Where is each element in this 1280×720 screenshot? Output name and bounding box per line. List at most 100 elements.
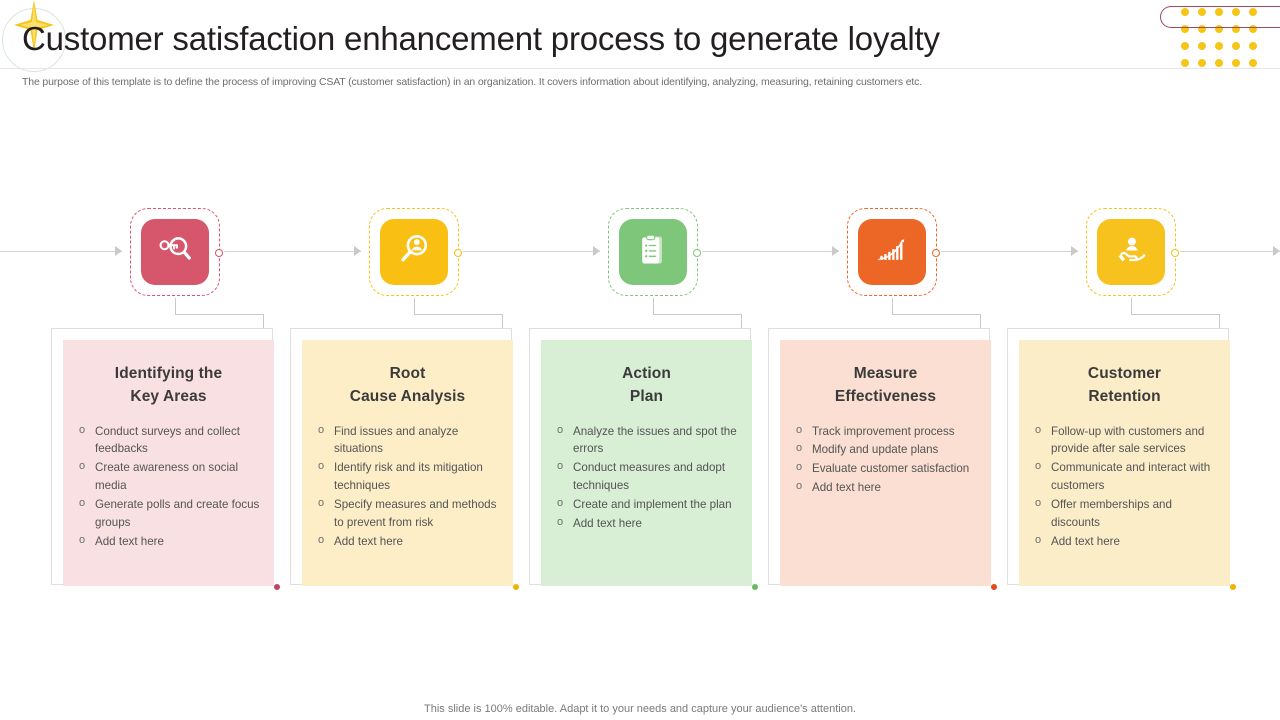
step-card-title-line2: Retention (1088, 388, 1161, 406)
step-card-title-line2: Cause Analysis (349, 388, 466, 406)
swoosh-decoration (1160, 6, 1280, 28)
step-icon-tile (858, 219, 926, 285)
flow-node-dot (932, 249, 940, 257)
step-icon-badge-customer-retention[interactable] (1086, 208, 1179, 296)
step-card-bullets: Track improvement processModify and upda… (780, 422, 991, 498)
step-card-title: Customer Retention (1019, 340, 1230, 409)
flow-connector-line (224, 251, 361, 252)
header-divider (0, 68, 1280, 69)
list-item: Add text here (77, 532, 264, 551)
step-card-corner-dot (752, 584, 758, 590)
step-card-title-line1: Measure (853, 365, 918, 382)
step-card-title-line1: Identifying the (114, 365, 223, 382)
step-card-title-line2: Effectiveness (834, 388, 937, 406)
step-card-title-line1: Customer (1087, 365, 1162, 382)
step-card-title: Root Cause Analysis (302, 340, 513, 409)
step-card-customer-retention[interactable]: Customer Retention Follow-up with custom… (1007, 328, 1236, 590)
step-elbow-connector (0, 130, 1280, 600)
step-icon-tile (141, 219, 209, 285)
sparkle-star-icon (14, 0, 54, 52)
step-elbow-connector (0, 130, 1280, 600)
flow-connector-line (941, 251, 1078, 252)
step-elbow-connector (0, 130, 1280, 600)
step-card-identifying-the-key-areas[interactable]: Identifying the Key Areas Conduct survey… (51, 328, 280, 590)
flow-arrow-icon (115, 246, 122, 256)
step-card-body: Measure Effectiveness Track improvement … (780, 340, 997, 590)
step-card-title-line1: Root (389, 365, 426, 382)
step-icon-badge-root-cause-analysis[interactable] (369, 208, 462, 296)
list-item: Track improvement process (794, 422, 981, 441)
person-magnifier-icon (395, 231, 433, 274)
page-title: Customer satisfaction enhancement proces… (22, 20, 940, 57)
list-item: Modify and update plans (794, 440, 981, 459)
step-icon-badge-measure-effectiveness[interactable] (847, 208, 940, 296)
flow-connector-line (702, 251, 839, 252)
flow-connector-line (1180, 251, 1280, 252)
list-item: Find issues and analyze situations (316, 422, 503, 459)
step-card-title-line2: Plan (629, 388, 664, 406)
key-magnifier-icon (156, 231, 194, 274)
clipboard-checklist-icon (635, 232, 671, 273)
step-card-bullets: Conduct surveys and collect feedbacksCre… (63, 422, 274, 552)
step-card-measure-effectiveness[interactable]: Measure Effectiveness Track improvement … (768, 328, 997, 590)
flow-arrow-icon (832, 246, 839, 256)
list-item: Follow-up with customers and provide aft… (1033, 422, 1220, 459)
flow-arrow-icon (1273, 246, 1280, 256)
step-card-title-line2: Key Areas (130, 388, 207, 406)
step-icon-badge-action-plan[interactable] (608, 208, 701, 296)
flow-node-dot (1171, 249, 1179, 257)
step-card-body: Identifying the Key Areas Conduct survey… (63, 340, 280, 590)
step-card-root-cause-analysis[interactable]: Root Cause Analysis Find issues and anal… (290, 328, 519, 590)
step-card-bullets: Follow-up with customers and provide aft… (1019, 422, 1230, 552)
step-card-corner-dot (1230, 584, 1236, 590)
step-elbow-connector (0, 130, 1280, 600)
list-item: Create and implement the plan (555, 495, 742, 514)
page-subtitle: The purpose of this template is to defin… (22, 76, 923, 88)
step-card-title: Measure Effectiveness (780, 340, 991, 409)
page-header: Customer satisfaction enhancement proces… (0, 0, 1280, 100)
flow-node-dot (215, 249, 223, 257)
step-icon-tile (619, 219, 687, 285)
footer-note: This slide is 100% editable. Adapt it to… (424, 703, 856, 715)
step-card-title: Action Plan (541, 340, 752, 409)
step-icon-tile (1097, 219, 1165, 285)
list-item: Communicate and interact with customers (1033, 458, 1220, 495)
flow-node-dot (693, 249, 701, 257)
list-item: Add text here (555, 514, 742, 533)
step-card-body: Root Cause Analysis Find issues and anal… (302, 340, 519, 590)
step-icon-tile (380, 219, 448, 285)
list-item: Conduct surveys and collect feedbacks (77, 422, 264, 459)
list-item: Offer memberships and discounts (1033, 495, 1220, 532)
step-card-corner-dot (513, 584, 519, 590)
flow-connector-line (463, 251, 600, 252)
list-item: Add text here (1033, 532, 1220, 551)
flow-node-dot (454, 249, 462, 257)
step-card-corner-dot (274, 584, 280, 590)
step-card-body: Customer Retention Follow-up with custom… (1019, 340, 1236, 590)
list-item: Identify risk and its mitigation techniq… (316, 458, 503, 495)
list-item: Generate polls and create focus groups (77, 495, 264, 532)
dot-grid-decoration (1181, 8, 1266, 76)
step-elbow-connector (0, 130, 1280, 600)
list-item: Create awareness on social media (77, 458, 264, 495)
process-flow: Identifying the Key Areas Conduct survey… (0, 130, 1280, 600)
step-icon-badge-identifying-the-key-areas[interactable] (130, 208, 223, 296)
step-card-action-plan[interactable]: Action Plan Analyze the issues and spot … (529, 328, 758, 590)
step-card-body: Action Plan Analyze the issues and spot … (541, 340, 758, 590)
list-item: Analyze the issues and spot the errors (555, 422, 742, 459)
step-card-title-line1: Action (622, 365, 671, 382)
step-card-corner-dot (991, 584, 997, 590)
flow-arrow-icon (354, 246, 361, 256)
growth-chart-icon (874, 232, 910, 273)
list-item: Conduct measures and adopt techniques (555, 458, 742, 495)
step-card-bullets: Find issues and analyze situationsIdenti… (302, 422, 513, 552)
list-item: Evaluate customer satisfaction (794, 459, 981, 478)
list-item: Specify measures and methods to prevent … (316, 495, 503, 532)
step-card-bullets: Analyze the issues and spot the errorsCo… (541, 422, 752, 534)
list-item: Add text here (316, 532, 503, 551)
hand-holding-person-icon (1113, 232, 1149, 273)
flow-connector-line (0, 251, 122, 252)
list-item: Add text here (794, 478, 981, 497)
flow-arrow-icon (593, 246, 600, 256)
flow-arrow-icon (1071, 246, 1078, 256)
